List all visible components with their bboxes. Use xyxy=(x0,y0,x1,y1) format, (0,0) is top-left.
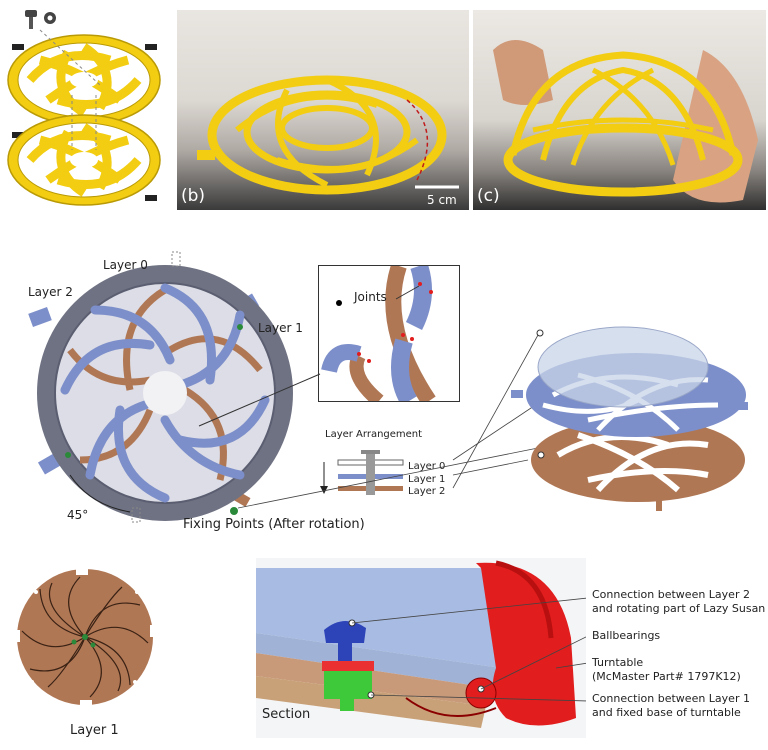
joints-zoom-box xyxy=(318,265,460,402)
joints-label: Joints xyxy=(354,290,387,304)
conn2-line1: Connection between Layer 2 xyxy=(592,588,750,601)
arrangement-layer0: Layer 0 xyxy=(408,461,446,472)
fixing-points-label: Fixing Points (After rotation) xyxy=(183,517,365,532)
layer0-label: Layer 0 xyxy=(103,258,148,272)
layer1-flat-pattern xyxy=(12,567,158,708)
section-label: Section xyxy=(262,707,311,722)
scale-bar-label: 5 cm xyxy=(427,193,457,207)
assembly-top-view xyxy=(28,251,293,523)
screw-icon xyxy=(25,10,56,29)
turntable-line2: (McMaster Part# 1797K12) xyxy=(592,670,741,683)
conn1-line1: Connection between Layer 1 xyxy=(592,692,750,705)
ballbearings-label: Ballbearings xyxy=(592,629,661,642)
top-yellow-layer xyxy=(7,34,161,126)
photo-deployed-dome: (c) xyxy=(473,10,766,210)
photo-flat-prototype: (b) 5 cm xyxy=(177,10,469,210)
exploded-layers-figure xyxy=(7,10,161,206)
panel-b-label: (b) xyxy=(181,186,206,206)
layer1-label: Layer 1 xyxy=(258,321,303,335)
bottom-yellow-layer xyxy=(7,114,161,206)
exploded-isometric-view xyxy=(511,326,748,511)
conn2-line2: and rotating part of Lazy Susan xyxy=(592,602,766,615)
zoom-pointer-line xyxy=(198,373,321,427)
arrangement-layer2: Layer 2 xyxy=(408,486,446,497)
layer-arrangement-diagram xyxy=(320,450,404,495)
arrangement-layer1: Layer 1 xyxy=(408,474,446,485)
turntable-line1: Turntable xyxy=(592,656,644,669)
panel-c-label: (c) xyxy=(477,186,500,206)
layer1-caption: Layer 1 xyxy=(70,723,119,738)
layer2-label: Layer 2 xyxy=(28,285,73,299)
angle-label: 45° xyxy=(67,508,89,522)
arrangement-title: Layer Arrangement xyxy=(325,429,423,440)
fixing-point-marker xyxy=(230,507,238,515)
conn1-line2: and fixed base of turntable xyxy=(592,706,741,719)
callout-lines xyxy=(238,334,544,509)
section-view xyxy=(256,558,586,738)
